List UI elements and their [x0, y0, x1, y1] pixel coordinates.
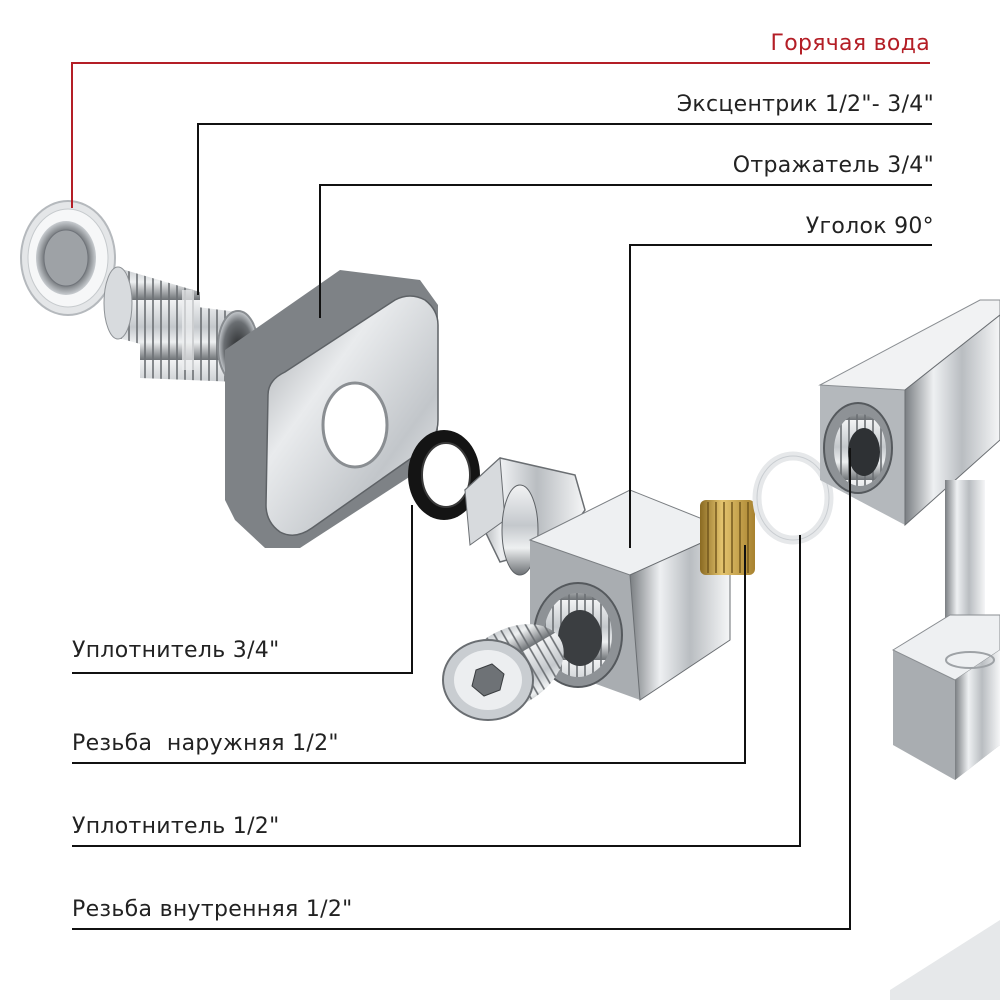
label-thread-external: Резьба наружняя 1/2"	[72, 731, 339, 756]
label-reflector: Отражатель 3/4"	[732, 153, 934, 178]
reflector-plate	[225, 270, 439, 548]
label-seal-12: Уплотнитель 1/2"	[72, 814, 280, 839]
rubber-seal-34	[408, 430, 480, 520]
leader-seal-12	[72, 535, 801, 847]
leader-reflector	[319, 184, 932, 318]
seal-ring-hot	[20, 200, 116, 316]
leader-lines	[71, 62, 932, 930]
leader-elbow	[629, 244, 932, 548]
leader-hot-water	[71, 62, 930, 208]
brass-thread-nipple	[700, 500, 755, 575]
leader-thread-ext	[72, 545, 746, 764]
label-hot-water: Горячая вода	[770, 31, 930, 56]
ptfe-seal-12	[752, 451, 834, 545]
leader-eccentric	[197, 123, 932, 295]
leader-thread-int	[72, 448, 851, 930]
hex-plug	[442, 624, 564, 721]
label-seal-34: Уплотнитель 3/4"	[72, 638, 280, 663]
towel-rail-body	[818, 299, 1000, 1000]
label-elbow-90: Уголок 90°	[805, 214, 934, 239]
label-eccentric: Эксцентрик 1/2"- 3/4"	[676, 92, 934, 117]
label-thread-internal: Резьба внутренняя 1/2"	[72, 897, 353, 922]
eccentric-fitting	[103, 266, 259, 384]
leader-seal-34	[72, 505, 413, 674]
union-nut	[464, 456, 586, 576]
